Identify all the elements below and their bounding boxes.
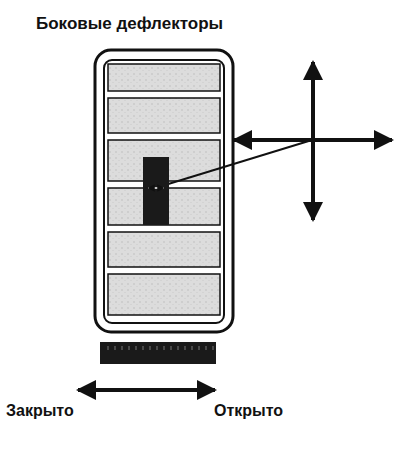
knob-arrow [148,187,164,189]
direction-arrow [313,138,392,142]
state-label: Закрыто [6,402,74,419]
open-close-arrow [78,388,215,392]
leader-line [165,140,312,185]
title: Боковые дефлекторы [36,14,223,33]
ridge [129,346,130,350]
ridge [143,346,144,350]
thumbwheel [100,342,216,364]
ridge [171,346,172,350]
ridge [185,346,186,350]
ridge [206,346,207,350]
vent-frame [104,60,224,323]
ridge [178,346,179,350]
direction-arrow [234,138,313,142]
state-label: Открыто [214,402,283,419]
thumbwheel-ridges [108,346,213,350]
vent-knob [143,157,169,225]
ridge [108,346,109,350]
ridge [164,346,165,350]
state-label-box: Открыто [214,402,283,420]
ridge [136,346,137,350]
slat [108,232,220,267]
slat [108,98,220,133]
slat [108,274,220,315]
direction-arrow [311,140,315,220]
title-box: Боковые дефлекторы [36,14,223,34]
vent-housing [95,50,233,332]
ridge [115,346,116,350]
ridge [150,346,151,350]
ridge [192,346,193,350]
ridge [157,346,158,350]
vent-slats [108,64,220,315]
ridge [213,346,214,350]
slat [108,64,220,91]
direction-arrow [311,62,315,140]
ridge [199,346,200,350]
state-label-box: Закрыто [6,402,74,420]
ridge [122,346,123,350]
